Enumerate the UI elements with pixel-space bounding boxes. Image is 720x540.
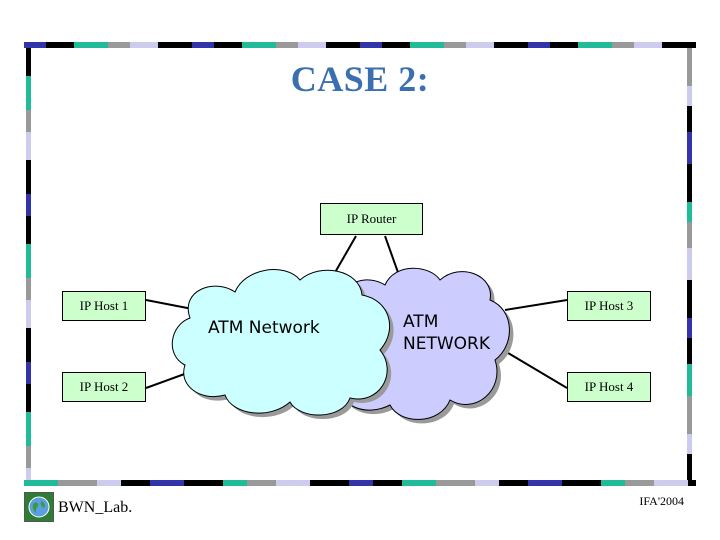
border-segment-top [74, 42, 108, 48]
border-segment-left [26, 76, 31, 110]
border-segment-top [24, 42, 46, 48]
node-ip-router: IP Router [320, 203, 423, 235]
link-router-to-right-cloud [384, 235, 401, 279]
border-segment-right [687, 338, 692, 364]
node-ip-host-1: IP Host 1 [62, 291, 146, 321]
node-ip-host-4: IP Host 4 [567, 372, 651, 402]
border-segment-left [26, 278, 31, 300]
border-segment-right [687, 280, 692, 318]
border-segment-right [687, 132, 692, 164]
border-segment-bottom [121, 480, 150, 486]
border-segment-top [528, 42, 550, 48]
border-segment-right [687, 454, 692, 480]
border-segment-top [130, 42, 158, 48]
border-segment-left [26, 216, 31, 244]
link-router-to-left-cloud [332, 235, 357, 277]
border-segment-top [662, 42, 696, 48]
link-host3-to-cloud [504, 299, 568, 311]
border-segment-bottom [654, 480, 688, 486]
border-segment-bottom [276, 480, 310, 486]
border-segment-right [687, 164, 692, 202]
border-segment-left [26, 446, 31, 468]
border-segment-bottom [58, 480, 97, 486]
border-segment-bottom [475, 480, 499, 486]
slide-title: CASE 2: [290, 59, 430, 99]
border-segment-left [26, 194, 31, 216]
border-segment-top [410, 42, 444, 48]
border-segment-left [26, 300, 31, 328]
cloud-atm-network [171, 269, 394, 420]
border-segment-top [158, 42, 192, 48]
globe-logo-icon [24, 492, 54, 522]
border-segment-top [276, 42, 298, 48]
border-segment-top [242, 42, 276, 48]
border-segment-bottom [402, 480, 436, 486]
border-segment-right [687, 86, 692, 106]
border-segment-bottom [184, 480, 223, 486]
border-segment-top [214, 42, 242, 48]
border-segment-left [26, 160, 31, 194]
border-segment-right [687, 396, 692, 434]
node-ip-host-3: IP Host 3 [567, 291, 651, 321]
border-segment-bottom [499, 480, 528, 486]
cloud-label-atm-upper-line2: NETWORK [403, 334, 490, 354]
border-segment-top [46, 42, 74, 48]
border-segment-bottom [528, 480, 562, 486]
border-segment-bottom [436, 480, 475, 486]
border-segment-right [687, 48, 692, 86]
border-segment-top [494, 42, 528, 48]
link-host2-to-cloud [145, 371, 191, 389]
border-segment-left [26, 48, 31, 76]
border-segment-right [687, 434, 692, 454]
footer-conference: IFA'2004 [639, 494, 684, 508]
border-segment-left [26, 110, 31, 132]
border-segment-left [26, 328, 31, 362]
border-segment-top [326, 42, 360, 48]
border-segment-bottom [97, 480, 121, 486]
border-segment-top [360, 42, 382, 48]
border-segment-right [687, 106, 692, 132]
border-segment-top [634, 42, 662, 48]
border-segment-bottom [223, 480, 247, 486]
border-segment-left [26, 362, 31, 384]
border-segment-bottom [247, 480, 276, 486]
node-ip-host-2: IP Host 2 [62, 372, 146, 402]
border-segment-top [298, 42, 326, 48]
border-segment-top [466, 42, 494, 48]
border-segment-right [687, 202, 692, 222]
border-segment-left [26, 384, 31, 412]
border-segment-top [192, 42, 214, 48]
border-segment-bottom [150, 480, 184, 486]
border-segment-right [687, 364, 692, 396]
border-segment-bottom [373, 480, 402, 486]
border-segment-bottom [562, 480, 601, 486]
border-segment-right [687, 248, 692, 280]
border-segment-right [687, 318, 692, 338]
border-segment-top [612, 42, 634, 48]
border-segment-top [382, 42, 410, 48]
border-segment-bottom [310, 480, 349, 486]
border-segment-left [26, 132, 31, 160]
border-segment-left [26, 244, 31, 278]
border-segment-top [578, 42, 612, 48]
border-segment-bottom [24, 480, 58, 486]
border-segment-bottom [625, 480, 654, 486]
border-segment-top [444, 42, 466, 48]
border-segment-bottom [349, 480, 373, 486]
link-host4-to-cloud [502, 349, 568, 389]
border-segment-top [550, 42, 578, 48]
border-segment-top [108, 42, 130, 48]
border-segment-bottom [601, 480, 625, 486]
border-segment-left [26, 468, 31, 480]
border-segment-bottom [688, 480, 696, 486]
cloud-label-atm-network: ATM Network [208, 318, 320, 338]
border-segment-left [26, 412, 31, 446]
footer-lab-name: BWN_Lab. [58, 499, 133, 516]
cloud-label-atm-upper-line1: ATM [403, 312, 439, 332]
border-segment-right [687, 222, 692, 248]
